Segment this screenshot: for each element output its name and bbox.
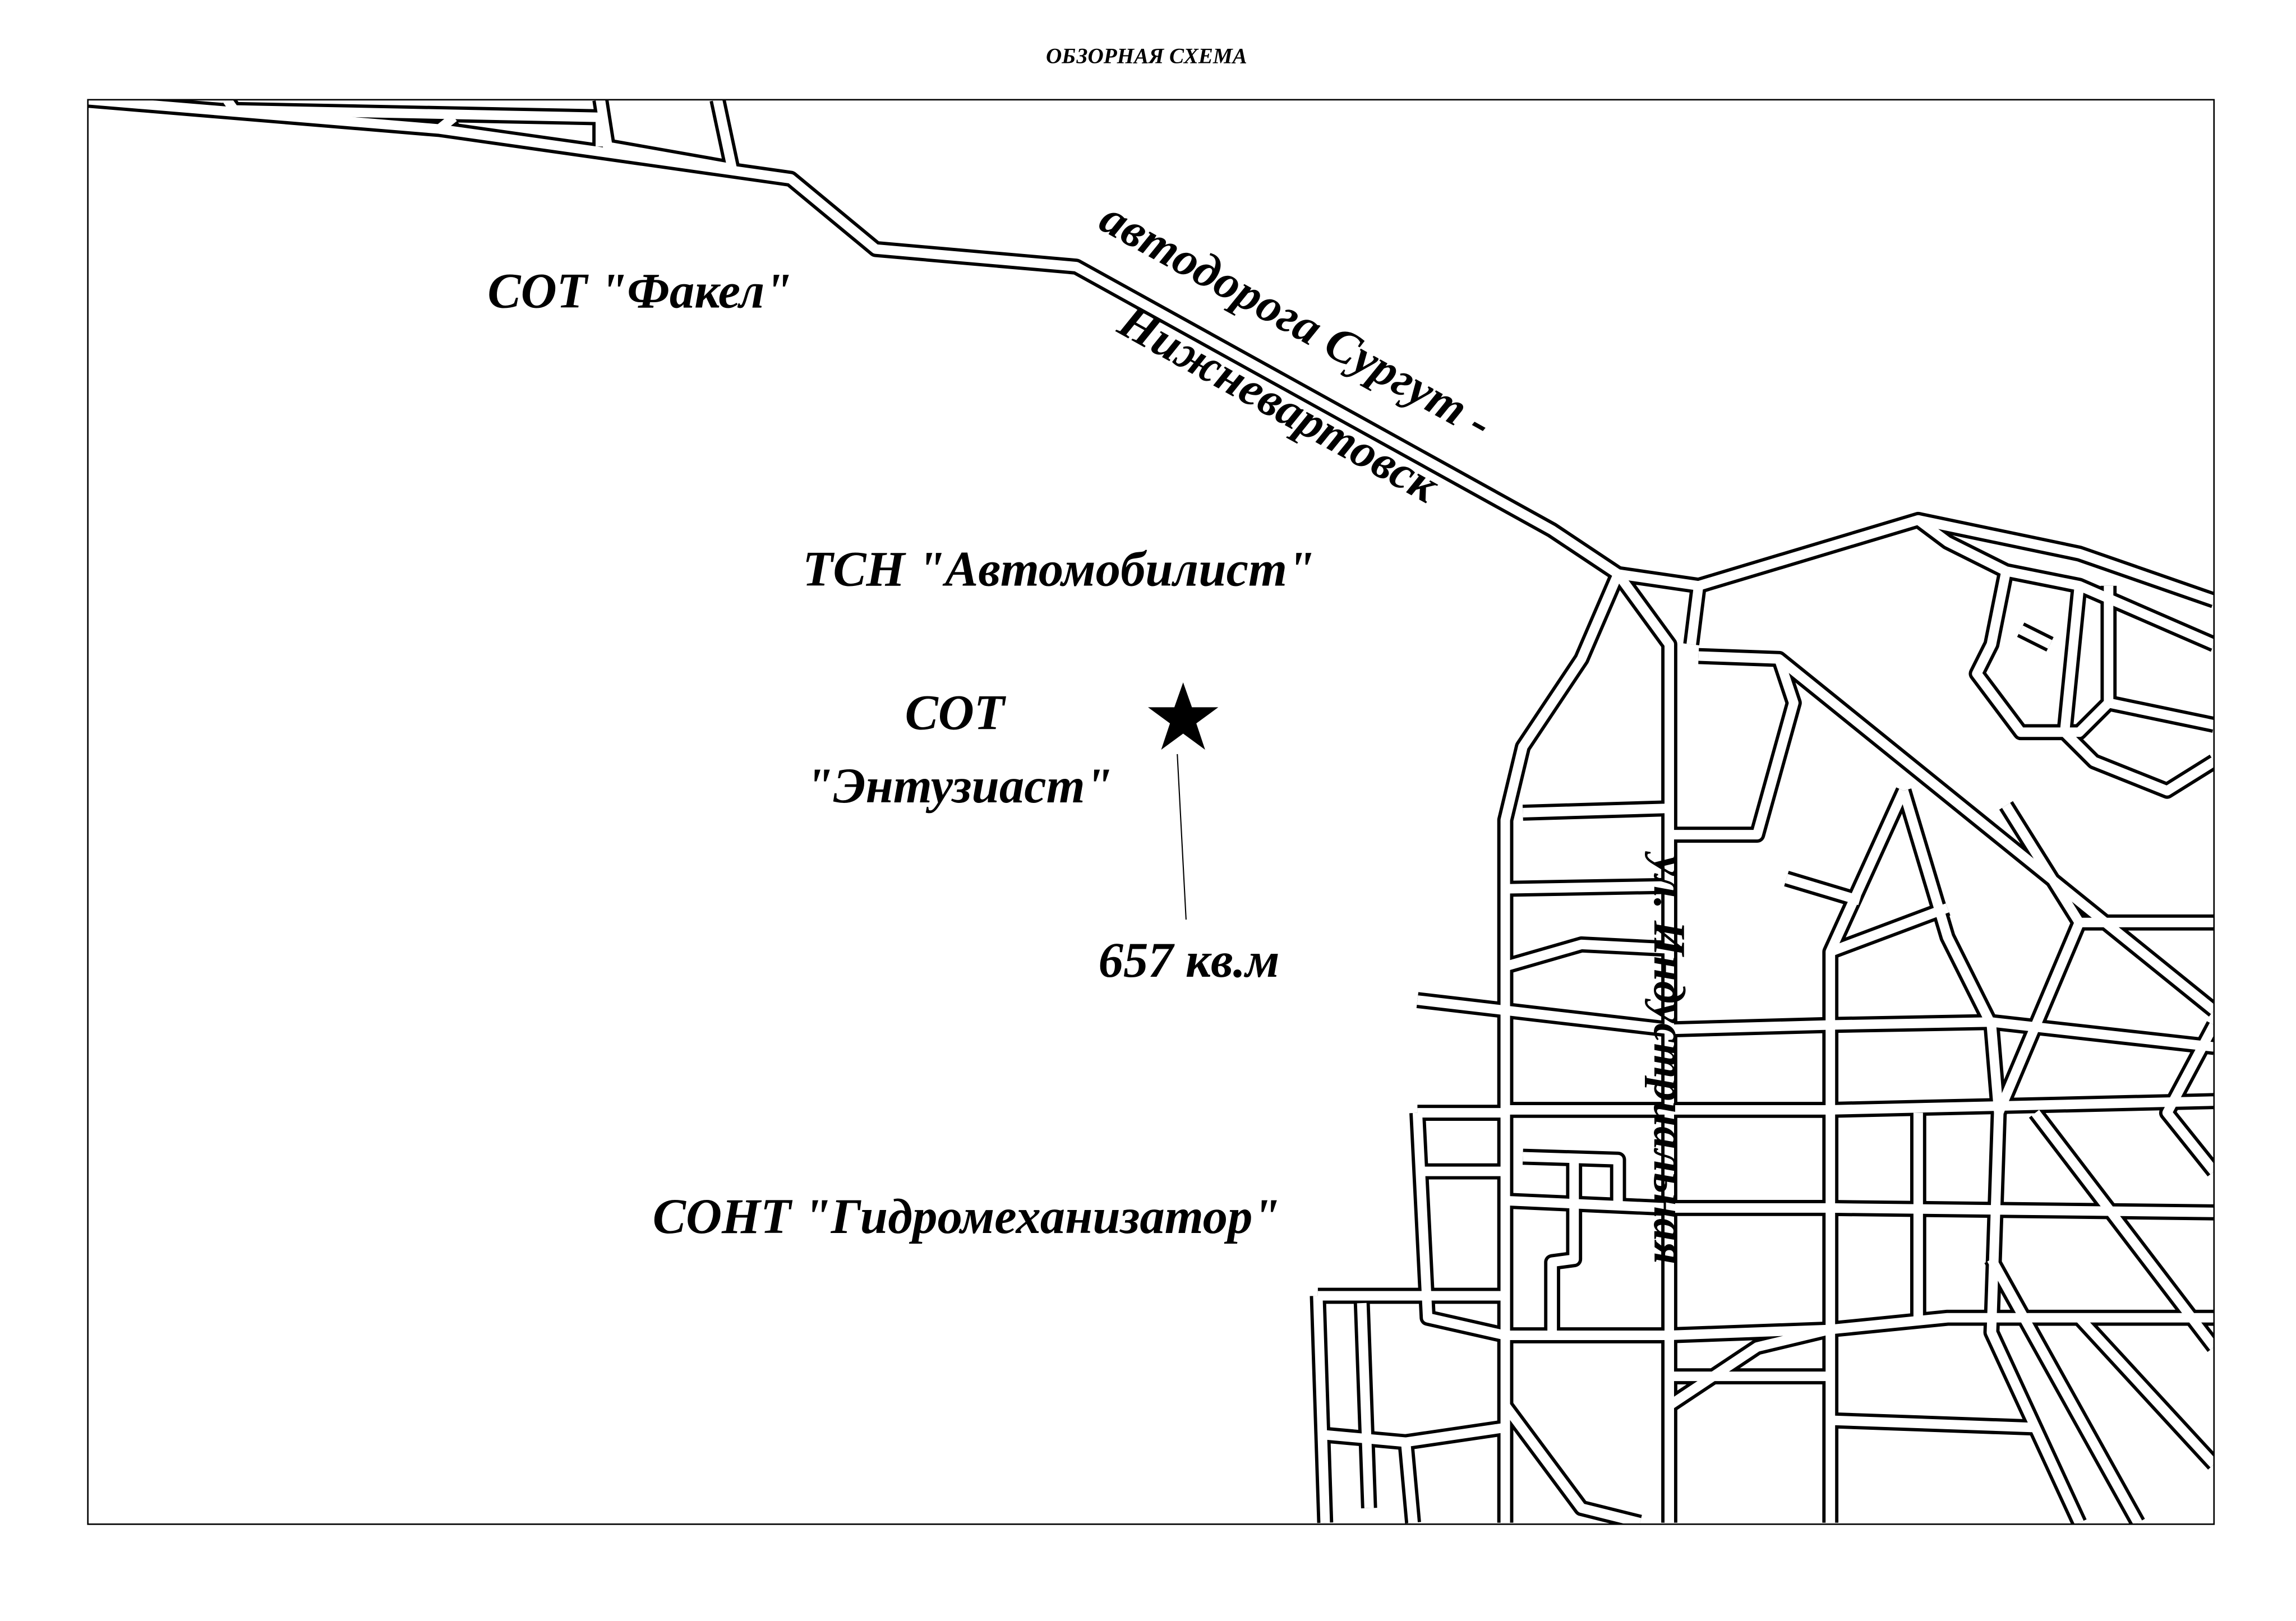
star-icon [1148,682,1219,750]
road-fill [2018,625,2053,649]
road-fill [1500,572,1622,1523]
road-fill [1412,1112,1506,1340]
road-fill [1505,1096,2214,1115]
road-fill [2059,585,2214,796]
road-fill [1505,881,1670,894]
road-fill [1325,1423,1506,1447]
map-frame [87,99,2215,1525]
road-fill [1523,803,1670,818]
road [1896,788,2087,1525]
road-fill [1523,1152,1623,1208]
road [1497,571,1626,1523]
label-sot-entuziast-line2: "Энтузиаст" [805,759,1113,814]
road-fill [1501,1402,1642,1525]
road-fill [2076,1314,2214,1468]
road-fill [1504,939,1670,971]
road-fill [1686,585,1704,645]
road-fill [1830,1415,2036,1433]
page-title: ОБЗОРНАЯ СХЕМА [1046,44,1247,68]
road-fill [1828,903,1949,957]
road-fill [223,99,605,147]
road-fill [1357,1303,1374,1508]
road-fill [1666,1324,1832,1410]
road [1499,1401,1642,1525]
road-fill [1313,1295,1330,1523]
label-street-industrialnaya: ул. Индустриальная [1644,851,1695,1264]
label-tsn-avtomobilist: ТСН "Автомобилист" [803,542,1315,597]
label-sot-fakel: СОТ "Факел" [487,264,792,319]
road-fill [87,99,1674,1523]
road-fill [436,113,457,133]
road-fill [1669,657,1799,840]
road-fill [2162,1023,2214,1175]
road-fill [2031,1110,2214,1350]
leader-line [1177,754,1187,920]
label-sont-gidromekhanizator: СОНТ "Гидромеханизатор" [653,1189,1280,1244]
road-fill [1994,920,2084,1115]
road-fill [596,99,737,174]
road-fill [2002,802,2214,927]
label-sot-entuziast-line1: СОТ [905,686,1007,741]
roads-render [87,99,2214,1525]
road-fill [1401,1442,1418,1523]
road-fill [1417,995,2214,1052]
road-fill [1547,1156,1579,1336]
road-fill [1785,874,1861,906]
road-fill [1987,1257,2142,1525]
road [1617,511,2214,608]
label-area: 657 кв.м [1099,933,1280,988]
road-fill [1505,1195,2214,1217]
road [1669,656,1802,843]
